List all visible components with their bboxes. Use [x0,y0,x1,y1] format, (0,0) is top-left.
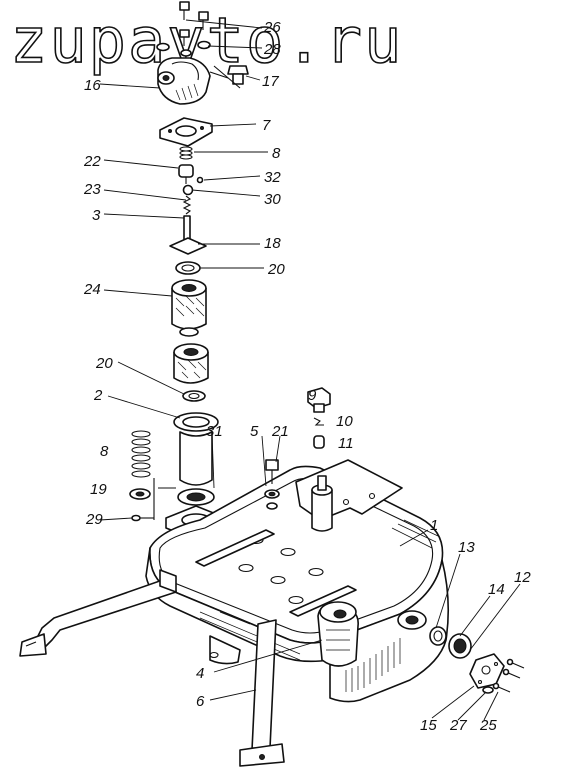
pin-29 [131,514,154,522]
label-2: 2 [93,387,103,404]
valve-22 [178,164,204,184]
label-31: 31 [206,423,223,440]
bolt-9 [307,387,331,413]
plug-11 [313,435,325,449]
filter-element-24-lower [173,343,209,384]
filter-element-24-upper [171,279,207,337]
ring-14 [429,626,447,646]
label-7: 7 [262,117,271,134]
label-3: 3 [92,207,101,224]
label-16: 16 [84,77,101,94]
label-24: 24 [83,281,101,298]
bolt-26 [179,1,209,46]
washer-28 [156,40,211,57]
label-32: 32 [264,169,281,186]
label-4: 4 [196,665,204,682]
label-20-lower: 20 [95,355,113,372]
spring-8-top [179,146,193,160]
strap-bottom-6 [239,619,285,767]
label-14: 14 [488,581,505,598]
label-29: 29 [85,511,103,528]
tank-body-1 [145,459,450,703]
label-8-top: 8 [272,145,281,162]
label-27: 27 [449,717,467,734]
label-28: 28 [263,41,281,58]
label-12: 12 [514,569,531,586]
housing-16 [157,57,211,105]
leader-lines [99,19,521,721]
washer-27 [482,686,494,694]
callout-labels: 26 28 17 16 7 8 22 32 23 30 3 18 20 24 2… [83,19,531,734]
clip-10 [313,417,324,426]
label-23: 23 [83,181,101,198]
label-13: 13 [458,539,475,556]
washer-19 [129,488,151,500]
flange-7 [159,117,213,147]
screws-25 [492,658,525,693]
washer-20-lower [182,390,206,402]
label-10: 10 [336,413,353,430]
label-26: 26 [263,19,281,36]
plate-18 [169,237,207,255]
cover-15 [469,653,505,689]
label-20-top: 20 [267,261,285,278]
sleeve-2 [173,412,219,486]
label-5: 5 [250,423,259,440]
label-25: 25 [479,717,497,734]
label-6: 6 [196,693,205,710]
strap-left [19,569,177,657]
label-8-left: 8 [100,443,109,460]
label-21: 21 [271,423,289,440]
spring-8-left [131,430,151,478]
washer-20-top [175,261,201,275]
bolt-17 [209,65,249,89]
label-19: 19 [90,481,107,498]
label-22: 22 [83,153,101,170]
label-11: 11 [338,435,354,452]
ball-30 [182,184,194,196]
label-15: 15 [420,717,437,734]
label-9: 9 [308,387,317,404]
label-30: 30 [264,191,281,208]
spring-23 [182,195,192,215]
plug-12 [448,633,472,659]
label-18: 18 [264,235,281,252]
label-1: 1 [430,517,438,534]
label-17: 17 [262,73,279,90]
